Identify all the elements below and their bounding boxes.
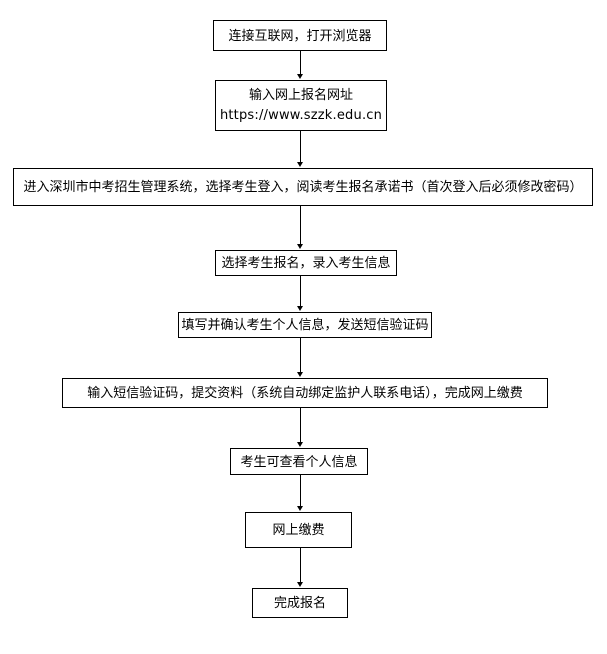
arrow-down-icon <box>297 338 304 377</box>
arrow-down-icon <box>297 548 304 587</box>
flow-node-label: 输入网上报名网址 <box>248 87 353 103</box>
arrow-down-icon <box>297 408 304 447</box>
flow-node-label: 完成报名 <box>273 595 326 611</box>
arrow-down-icon <box>297 276 304 311</box>
flow-node-label: 输入短信验证码，提交资料（系统自动绑定监护人联系电话），完成网上缴费 <box>87 385 523 401</box>
flow-node-label: 连接互联网，打开浏览器 <box>228 27 372 43</box>
flow-node-enter-url: 输入网上报名网址 https://www.szzk.edu.cn <box>215 80 387 131</box>
flow-node-submit-code-pay: 输入短信验证码，提交资料（系统自动绑定监护人联系电话），完成网上缴费 <box>62 378 548 408</box>
flow-node-select-registration: 选择考生报名，录入考生信息 <box>215 250 397 276</box>
flow-node-online-payment: 网上缴费 <box>245 512 352 548</box>
arrow-down-icon <box>297 51 304 79</box>
flow-node-view-personal-info: 考生可查看个人信息 <box>230 448 368 475</box>
flow-node-login-system: 进入深圳市中考招生管理系统，选择考生登入，阅读考生报名承诺书（首次登入后必须修改… <box>13 168 593 206</box>
flow-node-label: 选择考生报名，录入考生信息 <box>221 255 391 271</box>
flow-node-label: 网上缴费 <box>272 522 325 538</box>
registration-url-text: https://www.szzk.edu.cn <box>219 107 383 123</box>
arrow-down-icon <box>297 475 304 511</box>
flow-node-label: 填写并确认考生个人信息，发送短信验证码 <box>181 317 429 333</box>
flow-node-connect-internet: 连接互联网，打开浏览器 <box>213 20 387 51</box>
arrow-down-icon <box>297 131 304 167</box>
arrow-down-icon <box>297 206 304 249</box>
flow-node-label: 进入深圳市中考招生管理系统，选择考生登入，阅读考生报名承诺书（首次登入后必须修改… <box>23 179 583 195</box>
flow-node-confirm-info-send-code: 填写并确认考生个人信息，发送短信验证码 <box>178 312 432 338</box>
flow-node-label: 考生可查看个人信息 <box>240 453 358 469</box>
flow-node-complete-registration: 完成报名 <box>252 588 348 618</box>
